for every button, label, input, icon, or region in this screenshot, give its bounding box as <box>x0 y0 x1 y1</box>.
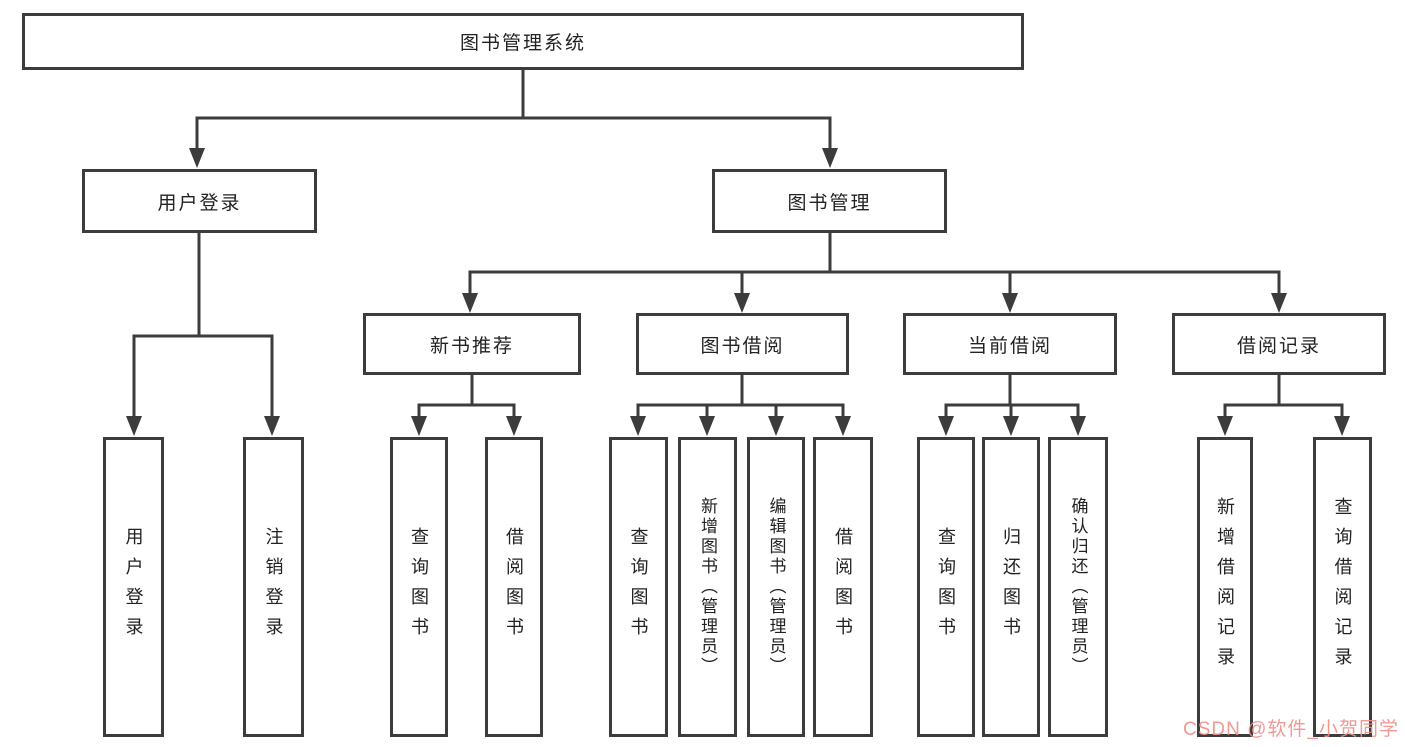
node-current-borrowing: 当前借阅 <box>903 313 1117 375</box>
leaf-add-borrow-record: 新增借阅记录 <box>1197 437 1253 737</box>
leaf-query-books-borrowing-label: 查询图书 <box>628 527 649 647</box>
arrow-leaf-c3 <box>768 416 784 436</box>
csdn-watermark: CSDN @软件_小贺同学 <box>1183 719 1399 740</box>
arrow-leaf-d3 <box>1070 416 1086 436</box>
connector-book-borrow-bar <box>636 403 845 420</box>
arrow-leaf-b2 <box>506 416 522 436</box>
node-borrowing-records: 借阅记录 <box>1172 313 1386 375</box>
arrow-to-new-book <box>462 293 478 313</box>
arrow-leaf-d1 <box>938 416 954 436</box>
leaf-query-borrow-record: 查询借阅记录 <box>1313 437 1372 737</box>
node-new-book-recommend-label: 新书推荐 <box>429 335 514 357</box>
leaf-borrow-books-borrowing: 借阅图书 <box>813 437 873 737</box>
node-book-borrowing: 图书借阅 <box>636 313 849 375</box>
node-user-login-label: 用户登录 <box>157 192 242 214</box>
arrow-leaf-e2 <box>1334 416 1350 436</box>
node-root: 图书管理系统 <box>22 13 1024 70</box>
arrow-to-book-borrow <box>734 293 750 313</box>
arrow-leaf-d2 <box>1003 416 1019 436</box>
node-book-management-label: 图书管理 <box>787 192 872 214</box>
arrow-leaf-a2 <box>264 416 280 436</box>
leaf-user-login: 用户登录 <box>103 437 164 737</box>
arrow-leaf-c2 <box>699 416 715 436</box>
node-borrowing-records-label: 借阅记录 <box>1236 335 1321 357</box>
arrow-leaf-c1 <box>630 416 646 436</box>
node-user-login: 用户登录 <box>82 169 317 233</box>
connector-borrow-record-bar <box>1223 403 1344 420</box>
leaf-return-books-label: 归还图书 <box>1001 527 1021 647</box>
node-new-book-recommend: 新书推荐 <box>363 313 581 375</box>
node-book-borrowing-label: 图书借阅 <box>700 335 785 357</box>
leaf-add-borrow-record-label: 新增借阅记录 <box>1215 497 1235 677</box>
leaf-logout: 注销登录 <box>243 437 304 737</box>
arrow-leaf-e1 <box>1217 416 1233 436</box>
leaf-logout-label: 注销登录 <box>263 527 284 647</box>
connector-level1-bar <box>195 116 832 151</box>
arrow-leaf-b1 <box>411 416 427 436</box>
leaf-add-books-admin: 新增图书（管理员） <box>678 437 737 737</box>
leaf-query-books-recommend-label: 查询图书 <box>409 527 429 647</box>
node-current-borrowing-label: 当前借阅 <box>967 335 1052 357</box>
arrow-to-book-mgmt <box>822 148 838 168</box>
leaf-borrow-books-borrowing-label: 借阅图书 <box>833 527 853 647</box>
connector-new-book-bar <box>417 403 516 420</box>
connector-level2-bar <box>468 270 1281 297</box>
leaf-query-books-current-label: 查询图书 <box>936 527 956 647</box>
arrow-to-current-borrow <box>1002 293 1018 313</box>
node-root-label: 图书管理系统 <box>459 33 586 54</box>
leaf-edit-books-admin: 编辑图书（管理员） <box>747 437 805 737</box>
leaf-query-borrow-record-label: 查询借阅记录 <box>1332 497 1353 677</box>
arrow-to-borrow-record <box>1271 293 1287 313</box>
leaf-query-books-recommend: 查询图书 <box>390 437 448 737</box>
connector-user-login-bar <box>132 334 274 419</box>
leaf-return-books: 归还图书 <box>982 437 1040 737</box>
arrow-leaf-a1 <box>126 416 142 436</box>
node-book-management: 图书管理 <box>712 169 947 233</box>
leaf-edit-books-admin-label: 编辑图书（管理员） <box>766 497 786 677</box>
leaf-confirm-return-admin-label: 确认归还（管理员） <box>1068 497 1088 677</box>
leaf-add-books-admin-label: 新增图书（管理员） <box>698 497 717 677</box>
leaf-query-books-current: 查询图书 <box>917 437 975 737</box>
arrow-leaf-c4 <box>835 416 851 436</box>
leaf-user-login-label: 用户登录 <box>123 527 144 647</box>
arrowheads <box>126 148 1350 436</box>
leaf-query-books-borrowing: 查询图书 <box>609 437 668 737</box>
arrow-to-user-login <box>189 148 205 168</box>
leaf-confirm-return-admin: 确认归还（管理员） <box>1048 437 1108 737</box>
leaf-borrow-books-recommend: 借阅图书 <box>485 437 543 737</box>
leaf-borrow-books-recommend-label: 借阅图书 <box>504 527 524 647</box>
